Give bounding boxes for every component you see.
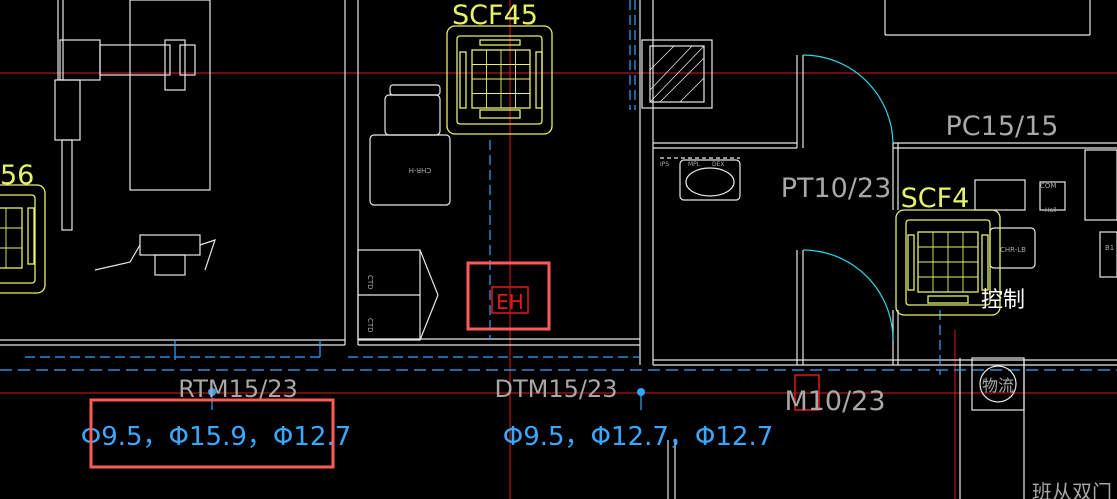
hall-label: Hall: [1045, 207, 1057, 214]
pipe-nodes: [208, 388, 645, 396]
com-label: COM: [1040, 182, 1056, 190]
scf45-unit: [446, 25, 553, 135]
office-chair: [369, 84, 451, 206]
m10-marker: [794, 374, 820, 411]
scf45-label: SCF45: [452, 0, 538, 31]
cabinet-ctd: [357, 249, 439, 341]
left-machinery: [54, 0, 216, 276]
highlight-pipe-spec-box: [89, 398, 335, 469]
bottom-right-label: 班从双门: [1032, 480, 1112, 499]
ips-label: IPS: [660, 161, 669, 168]
refrigerant-pipes: [0, 0, 1117, 410]
control-label: 控制: [981, 288, 1025, 313]
highlight-overlays: [89, 261, 551, 469]
b-label: B1: [1105, 244, 1114, 252]
chr-lb-label: CHR-LB: [1000, 246, 1026, 254]
shaft-box: [641, 39, 713, 109]
scf4-unit: [895, 209, 1001, 316]
dtm-label: DTM15/23: [494, 375, 617, 403]
chr-h-label: CHR-H: [409, 166, 432, 174]
right-equipment: [971, 149, 1117, 411]
scf56-label: 56: [0, 160, 34, 191]
eh-unit: [491, 286, 529, 314]
highlight-eh-box: [466, 261, 551, 331]
rtm-label: RTM15/23: [178, 375, 297, 403]
sink: [660, 157, 741, 201]
scf4-label: SCF4: [901, 183, 970, 214]
logistics-label: 物流: [982, 376, 1014, 395]
mpl-label: MPL: [688, 161, 701, 168]
pipe-spec-right: Φ9.5，Φ12.7，Φ12.7: [503, 422, 774, 452]
eh-label: EH: [496, 290, 524, 314]
dex-label: DEX: [712, 161, 725, 168]
m10-label: M10/23: [784, 386, 885, 417]
ctd-label-2: CTD: [366, 318, 374, 333]
door-swings: [802, 54, 894, 341]
ctd-label-1: CTD: [366, 275, 374, 290]
scf56-unit-partial: [0, 184, 46, 294]
pt-label: PT10/23: [781, 173, 892, 204]
pc-label: PC15/15: [946, 111, 1059, 142]
pipe-spec-left: Φ9.5，Φ15.9，Φ12.7: [81, 422, 352, 452]
